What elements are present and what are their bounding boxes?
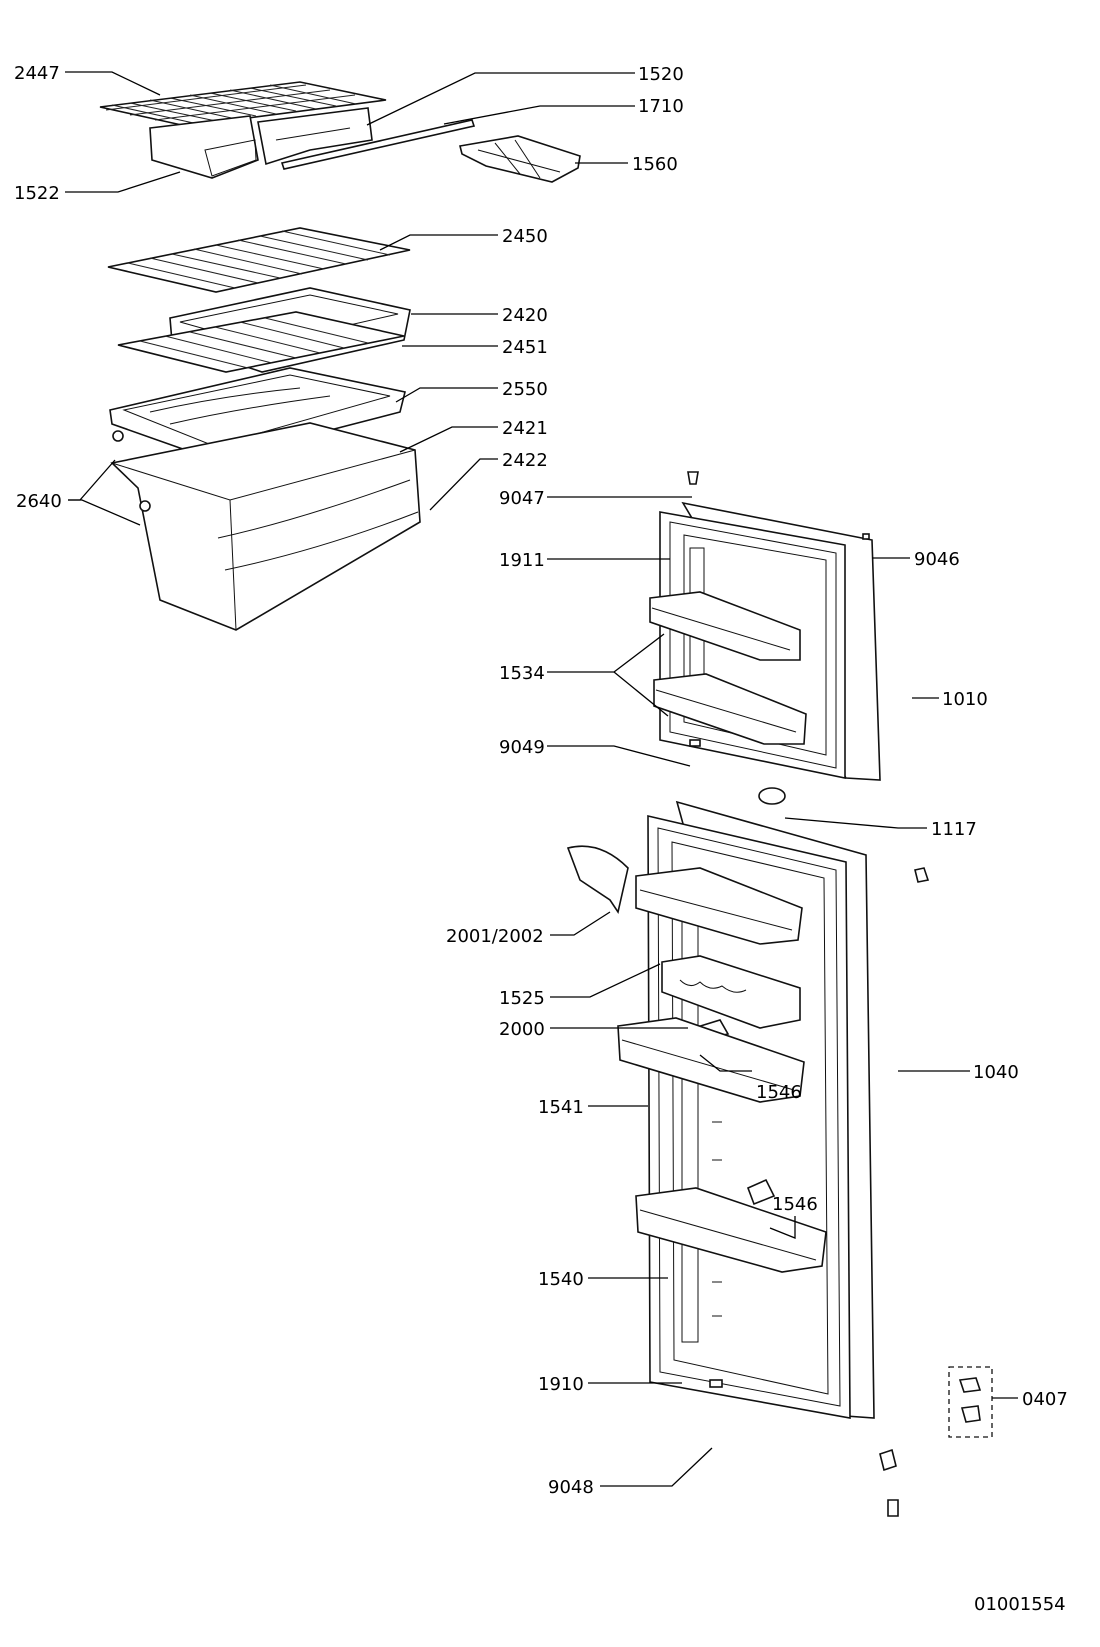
plug-9046 xyxy=(862,533,870,540)
door-shelf-1541 xyxy=(617,1017,805,1103)
door-shelf-1534-lower xyxy=(653,673,807,745)
wire-shelf-2451 xyxy=(117,311,405,373)
label-2447: 2447 xyxy=(14,63,60,84)
label-1117: 1117 xyxy=(931,819,977,840)
bushing-9048 xyxy=(709,1379,723,1388)
screw-9047 xyxy=(687,471,699,485)
label-1710: 1710 xyxy=(638,96,684,117)
freezer-drawer-1520 xyxy=(257,107,373,166)
door-shelf-1534-upper xyxy=(649,591,801,661)
label-2451: 2451 xyxy=(502,337,548,358)
butter-lid-2001-2002 xyxy=(566,845,629,914)
bushing-9049 xyxy=(689,739,701,747)
label-1522: 1522 xyxy=(14,183,60,204)
label-2450: 2450 xyxy=(502,226,548,247)
label-0407: 0407 xyxy=(1022,1389,1068,1410)
ice-cube-tray-1560 xyxy=(459,135,581,183)
divider-1546-lower xyxy=(746,1178,776,1206)
label-2421: 2421 xyxy=(502,418,548,439)
label-1546-lower: 1546 xyxy=(772,1194,818,1215)
label-1540: 1540 xyxy=(538,1269,584,1290)
label-1525: 1525 xyxy=(499,988,545,1009)
label-1560: 1560 xyxy=(632,154,678,175)
leader-lines xyxy=(65,71,1018,1487)
hinge-kit-0407 xyxy=(948,1366,993,1438)
label-9049: 9049 xyxy=(499,737,545,758)
door-shelf-1525 xyxy=(635,867,803,945)
label-1534: 1534 xyxy=(499,663,545,684)
freezer-drawer-1522 xyxy=(149,115,259,179)
label-1911: 1911 xyxy=(499,550,545,571)
hinge-bottom xyxy=(879,1448,899,1517)
label-2640: 2640 xyxy=(16,491,62,512)
label-2420: 2420 xyxy=(502,305,548,326)
label-9046: 9046 xyxy=(914,549,960,570)
label-1520: 1520 xyxy=(638,64,684,85)
label-1010: 1010 xyxy=(942,689,988,710)
egg-tray-2000 xyxy=(661,955,801,1029)
callout-labels: 2447 1520 1710 1560 1522 2450 2420 2451 … xyxy=(14,63,1068,1615)
document-code: 01001554 xyxy=(974,1594,1066,1615)
label-1910: 1910 xyxy=(538,1374,584,1395)
freezer-wire-shelf-2447 xyxy=(99,81,387,127)
label-1040: 1040 xyxy=(973,1062,1019,1083)
label-1546-upper: 1546 xyxy=(756,1082,802,1103)
freezer-rail-1710 xyxy=(280,119,476,170)
label-2000: 2000 xyxy=(499,1019,545,1040)
label-9048: 9048 xyxy=(548,1477,594,1498)
crisper-drawer-2421-2422 xyxy=(110,422,421,631)
hinge-top xyxy=(914,867,930,883)
label-9047: 9047 xyxy=(499,488,545,509)
label-1541: 1541 xyxy=(538,1097,584,1118)
door-shelf-1540 xyxy=(635,1187,827,1273)
wire-shelf-2450 xyxy=(107,227,411,293)
ring-1117 xyxy=(758,787,786,805)
label-2550: 2550 xyxy=(502,379,548,400)
label-2001-2002: 2001/2002 xyxy=(446,926,544,947)
label-2422: 2422 xyxy=(502,450,548,471)
glass-shelf-2550 xyxy=(109,367,406,461)
